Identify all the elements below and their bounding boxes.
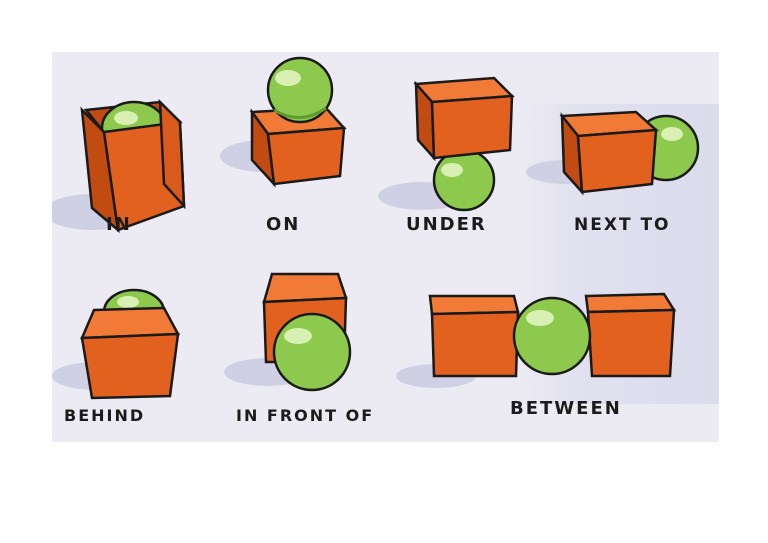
panel-next-to xyxy=(526,100,712,210)
panel-on xyxy=(220,52,372,202)
under-illustration xyxy=(378,76,515,212)
panel-in-front-of xyxy=(224,264,378,404)
label-on: ON xyxy=(266,214,301,235)
in-illustration xyxy=(52,98,186,234)
panel-under xyxy=(378,74,532,224)
on-illustration xyxy=(220,56,347,188)
label-in: IN xyxy=(106,214,132,235)
next-to-illustration xyxy=(526,110,700,196)
between-illustration xyxy=(396,292,677,388)
box-front-face xyxy=(576,128,658,194)
ball xyxy=(272,312,352,392)
panel-in xyxy=(52,92,212,242)
label-in-front-of: IN FRONT OF xyxy=(236,406,375,425)
behind-illustration xyxy=(52,288,181,400)
label-under: UNDER xyxy=(406,214,487,235)
label-next-to: NEXT TO xyxy=(574,215,671,235)
box-front-face xyxy=(430,94,514,160)
illustration-sheet: IN ON UNDER xyxy=(52,52,719,442)
box-front-face xyxy=(80,332,180,400)
ball xyxy=(432,148,496,212)
panel-between xyxy=(396,284,702,404)
right-box-front-face xyxy=(586,308,676,378)
label-behind: BEHIND xyxy=(64,406,146,425)
in-front-of-illustration xyxy=(224,272,352,392)
ball xyxy=(512,296,592,376)
panel-behind xyxy=(52,284,212,409)
left-box-front-face xyxy=(430,310,520,378)
label-between: BETWEEN xyxy=(510,398,622,419)
box-front-face xyxy=(266,126,346,186)
